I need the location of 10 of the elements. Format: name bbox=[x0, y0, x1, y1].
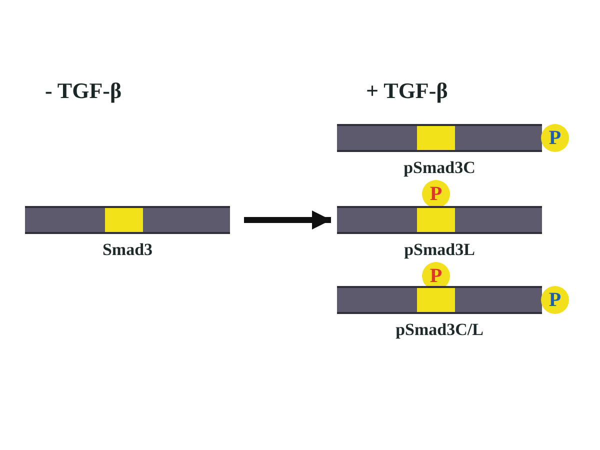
protein-label: Smad3 bbox=[101, 240, 154, 260]
arrow bbox=[244, 210, 331, 230]
protein-label: pSmad3L bbox=[403, 240, 476, 260]
protein-label: pSmad3C bbox=[402, 158, 476, 178]
condition-heading: + TGF-β bbox=[366, 78, 448, 104]
phosphate-circle: P bbox=[541, 124, 569, 152]
condition-heading: - TGF-β bbox=[45, 78, 122, 104]
protein-label: pSmad3C/L bbox=[394, 320, 484, 340]
phosphate-circle: P bbox=[541, 286, 569, 314]
phosphate-circle: P bbox=[422, 180, 450, 208]
